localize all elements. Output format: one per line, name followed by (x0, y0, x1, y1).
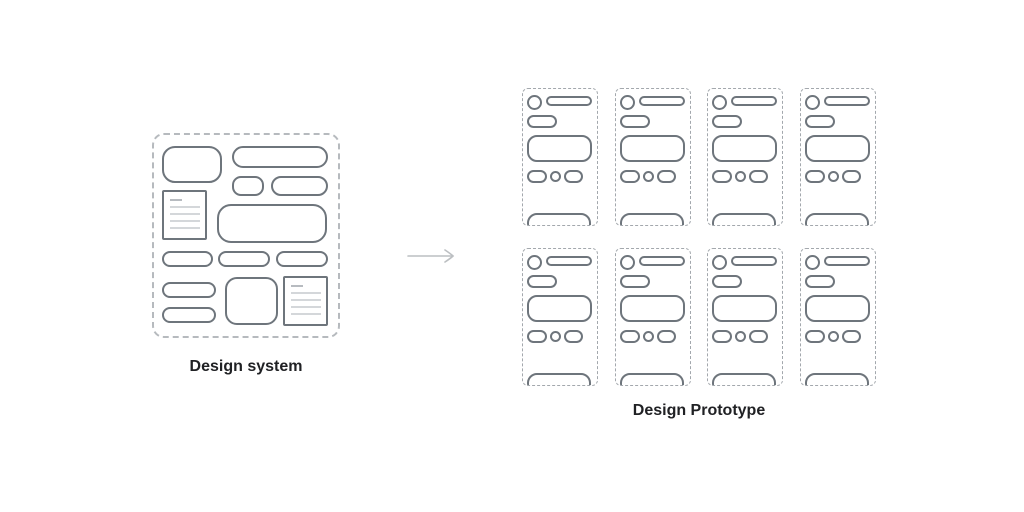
component-wide-bar (232, 146, 328, 168)
dot-icon (550, 331, 561, 342)
title-bar (546, 96, 592, 106)
chip (805, 275, 835, 288)
action-pill (657, 330, 676, 343)
phone-frame (707, 248, 783, 386)
dot-icon (828, 331, 839, 342)
bottom-sheet (527, 213, 591, 225)
avatar-circle-icon (712, 95, 727, 110)
title-bar (824, 256, 870, 266)
bottom-sheet (805, 213, 869, 225)
dot-icon (643, 331, 654, 342)
chip (527, 275, 557, 288)
phone-frame (707, 88, 783, 226)
action-pill (527, 330, 547, 343)
avatar-circle-icon (805, 255, 820, 270)
component-small-rect (232, 176, 264, 196)
phone-frame (615, 248, 691, 386)
component-pill (162, 282, 216, 298)
title-bar (824, 96, 870, 106)
bottom-sheet (527, 373, 591, 385)
action-pill (749, 170, 768, 183)
hero-card (805, 135, 870, 162)
action-pill (805, 330, 825, 343)
title-bar (731, 256, 777, 266)
chip (712, 275, 742, 288)
component-pill (276, 251, 328, 267)
phone-frame (800, 88, 876, 226)
chip (620, 275, 650, 288)
right-arrow-icon (407, 249, 455, 263)
dot-icon (643, 171, 654, 182)
avatar-circle-icon (527, 255, 542, 270)
design-system-label: Design system (189, 358, 303, 375)
avatar-circle-icon (527, 95, 542, 110)
action-pill (712, 170, 732, 183)
bottom-sheet (620, 373, 684, 385)
hero-card (527, 135, 592, 162)
hero-card (527, 295, 592, 322)
chip (620, 115, 650, 128)
dot-icon (550, 171, 561, 182)
hero-card (712, 135, 777, 162)
hero-card (805, 295, 870, 322)
component-document-card (162, 190, 207, 240)
component-medium-bar (271, 176, 328, 196)
action-pill (564, 330, 583, 343)
component-large-card (217, 204, 327, 243)
component-square-card (225, 277, 278, 325)
title-bar (639, 96, 685, 106)
hero-card (712, 295, 777, 322)
chip (805, 115, 835, 128)
prototype-grid (522, 88, 876, 386)
phone-frame (615, 88, 691, 226)
phone-frame (522, 248, 598, 386)
bottom-sheet (712, 373, 776, 385)
dot-icon (828, 171, 839, 182)
hero-card (620, 135, 685, 162)
avatar-circle-icon (712, 255, 727, 270)
bottom-sheet (712, 213, 776, 225)
bottom-sheet (620, 213, 684, 225)
bottom-sheet (805, 373, 869, 385)
component-pill (162, 307, 216, 323)
action-pill (620, 170, 640, 183)
avatar-circle-icon (620, 255, 635, 270)
hero-card (620, 295, 685, 322)
dot-icon (735, 171, 746, 182)
action-pill (749, 330, 768, 343)
action-pill (620, 330, 640, 343)
action-pill (527, 170, 547, 183)
action-pill (564, 170, 583, 183)
action-pill (712, 330, 732, 343)
design-system-panel (152, 133, 340, 338)
component-pill (218, 251, 270, 267)
title-bar (546, 256, 592, 266)
avatar-circle-icon (620, 95, 635, 110)
design-prototype-label: Design Prototype (632, 402, 766, 419)
phone-frame (522, 88, 598, 226)
component-pill (162, 251, 213, 267)
chip (712, 115, 742, 128)
title-bar (639, 256, 685, 266)
action-pill (842, 330, 861, 343)
component-rounded-rect (162, 146, 222, 183)
action-pill (842, 170, 861, 183)
dot-icon (735, 331, 746, 342)
avatar-circle-icon (805, 95, 820, 110)
title-bar (731, 96, 777, 106)
chip (527, 115, 557, 128)
action-pill (657, 170, 676, 183)
component-document-card (283, 276, 328, 326)
action-pill (805, 170, 825, 183)
phone-frame (800, 248, 876, 386)
